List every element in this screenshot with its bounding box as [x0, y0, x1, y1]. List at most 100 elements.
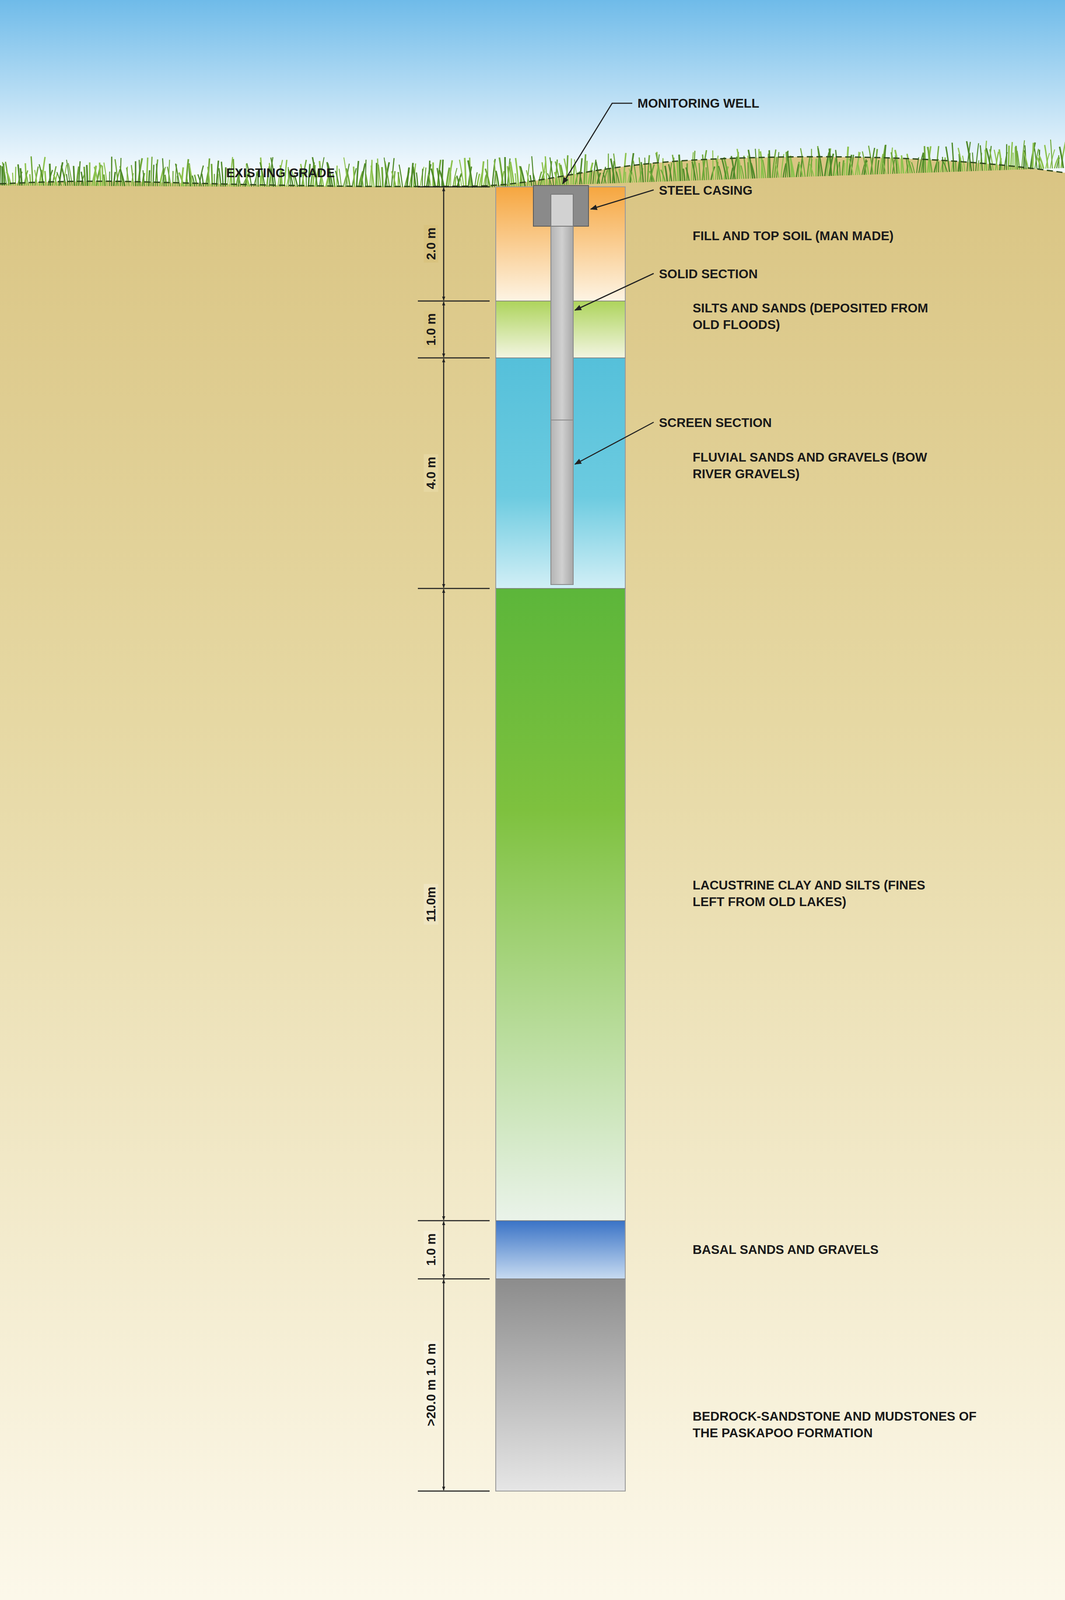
grass-blade: [399, 164, 403, 188]
grass-blade: [718, 165, 722, 180]
grass-blade: [875, 149, 878, 175]
grass-blade: [450, 172, 452, 188]
grass-blade: [339, 168, 342, 188]
layer-label: FLUVIAL SANDS AND GRAVELS (BOW RIVER GRA…: [692, 449, 947, 483]
grass-blade: [185, 159, 189, 187]
layer-label: LACUSTRINE CLAY AND SILTS (FINES LEFT FR…: [692, 877, 956, 911]
grass-blade: [857, 151, 859, 176]
grass-blade: [936, 146, 939, 173]
grass-blade: [755, 148, 757, 179]
grass-blade: [192, 175, 195, 187]
grass-blade: [623, 153, 626, 183]
grass-blade: [34, 170, 38, 186]
grass-blade: [176, 175, 178, 187]
callout-label: SCREEN SECTION: [658, 414, 772, 432]
dimension-label: 11.0m: [423, 884, 439, 925]
grass-blade: [975, 143, 979, 171]
grass-blade: [955, 161, 957, 172]
grass-blade: [99, 162, 101, 186]
grass-blade: [0, 165, 1, 186]
grass-blade: [891, 152, 895, 174]
grass-blade: [994, 149, 998, 171]
grass-blade: [665, 165, 668, 182]
grass-blade: [1023, 151, 1029, 170]
grass-blade: [699, 163, 701, 181]
grass-blade: [762, 159, 766, 179]
grass-blade: [829, 148, 832, 176]
grass-blade: [68, 163, 73, 186]
grass-blade: [218, 168, 221, 187]
grass-blade: [619, 168, 622, 184]
grass-blade: [515, 157, 519, 187]
grass-blade: [952, 142, 954, 172]
grass-blade: [800, 148, 806, 177]
grass-blade: [31, 156, 33, 186]
grass-blade: [641, 162, 644, 183]
grass-blade: [895, 150, 900, 174]
grass-blade: [573, 164, 575, 185]
grass-blade: [397, 172, 401, 188]
grass-blade: [452, 168, 457, 188]
grass-blade: [167, 166, 171, 187]
grass-blade: [430, 168, 436, 188]
dimension-label: 1.0 m: [423, 1230, 439, 1269]
dimension-label: 2.0 m: [423, 224, 439, 263]
grass-blade: [507, 166, 510, 187]
grass-blade: [866, 162, 869, 175]
grass-blade: [798, 162, 803, 177]
grass-blade: [420, 166, 424, 188]
grass-blade: [984, 140, 987, 171]
grass-blade: [966, 141, 972, 172]
grass-blade: [153, 164, 154, 187]
grass-blade: [686, 167, 690, 181]
grass-blade: [958, 147, 963, 172]
grass-blade: [66, 174, 68, 186]
grass-blade: [743, 155, 747, 179]
grass-blade: [811, 148, 813, 177]
grass-blade: [1057, 155, 1060, 169]
grass-blade: [189, 164, 193, 187]
grass-blade: [197, 174, 202, 187]
grass-blade: [78, 161, 81, 186]
grass-blade: [724, 157, 729, 180]
grass-blade: [131, 164, 134, 186]
grass-blade: [335, 170, 340, 187]
grass-blade: [547, 173, 552, 186]
grass-blade: [972, 152, 974, 172]
grass-blade: [835, 150, 838, 176]
grass-blade: [712, 150, 714, 180]
grass-blade: [499, 157, 504, 187]
grass-blade: [1030, 142, 1036, 170]
grass-blade: [108, 171, 111, 186]
grass-blade: [126, 167, 130, 186]
grass-blade: [35, 166, 39, 186]
grass-blade: [592, 159, 596, 184]
grass-blade: [677, 161, 679, 182]
grass-blade: [113, 171, 116, 186]
grass-blade: [459, 176, 462, 188]
grass-blade: [818, 148, 823, 177]
grass-blade: [639, 157, 642, 183]
grass-blade: [381, 167, 383, 188]
grass-blade: [428, 174, 431, 188]
grass-blade: [668, 164, 672, 182]
grass-blade: [595, 161, 600, 184]
grass-blade: [760, 151, 764, 179]
grass-blade: [507, 158, 511, 187]
grass-blade: [702, 154, 705, 181]
grass-blade: [542, 162, 545, 186]
grass-blade: [510, 161, 515, 187]
grass-blade: [588, 162, 593, 185]
grass-blade: [428, 160, 430, 188]
grass-blade: [1, 166, 4, 186]
grass-blade: [413, 166, 416, 188]
grass-blade: [977, 160, 979, 171]
grass-blade: [731, 156, 736, 180]
grass-blade: [468, 160, 473, 188]
grass-blade: [644, 157, 646, 183]
grass-blade: [464, 157, 466, 188]
grass-blade: [514, 173, 517, 187]
grass-blade: [61, 165, 66, 186]
grass-blade: [1012, 152, 1014, 170]
grass-blade: [346, 168, 351, 188]
